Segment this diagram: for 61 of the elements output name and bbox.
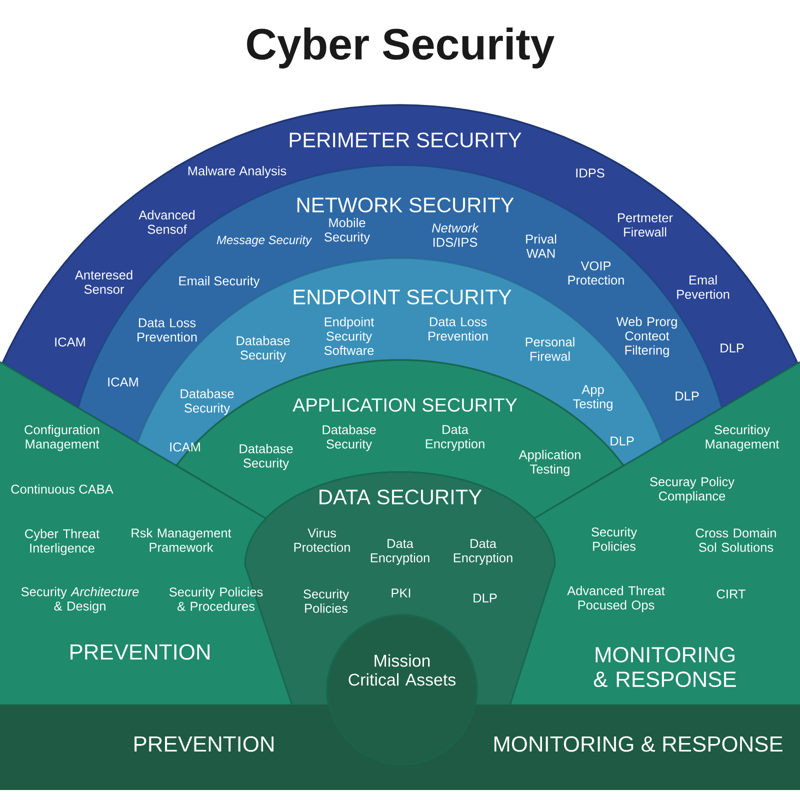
item-label: Continuous CABA: [11, 484, 114, 494]
item-label: Virus Protection: [294, 528, 350, 552]
side-sector: [0, 361, 293, 706]
item-label: Malware Analysis: [188, 166, 286, 178]
item-label: Web Prorg Conteot Filtering: [616, 316, 677, 358]
item-label: Application Testing: [518, 450, 580, 476]
item-label: Cyber Threat Interligence: [25, 528, 100, 556]
item-label: Anteresed Sensor: [74, 270, 132, 294]
item-label: Endpoint Security Software: [324, 317, 374, 355]
item-label: IDPS: [576, 168, 604, 178]
item-label: Data Loss Prevention: [428, 317, 488, 341]
item-label: Database Security: [322, 424, 376, 452]
ring-heading: DATA SECURITY: [320, 490, 482, 504]
ring-heading: ENDPOINT SECURITY: [294, 290, 512, 304]
item-label: Security Architecture & Design: [21, 586, 139, 614]
item-label: Security Policies: [592, 527, 638, 551]
item-label: Rsk Management Pramework: [132, 528, 232, 552]
item-label: Configuration Management: [24, 424, 100, 452]
item-label: CIRT: [716, 590, 746, 599]
item-label: App Testing: [573, 385, 612, 411]
item-label: Security Policies: [304, 589, 350, 613]
item-label: Database Security: [240, 444, 293, 470]
ring-heading: APPLICATION SECURITY: [292, 398, 518, 412]
ring-heading: PREVENTION: [70, 644, 210, 660]
ring-heading: MONITORING & RESPONSE: [494, 736, 782, 752]
item-label: Database Security: [180, 388, 234, 416]
item-label: Emal Pevertion: [677, 275, 730, 299]
item-label: Prival WAN: [526, 234, 556, 258]
item-label: Advanced Threat Pocused Ops: [567, 586, 665, 612]
item-label: Personal Firewal: [526, 337, 574, 361]
ring-heading: NETWORK SECURITY: [297, 198, 514, 212]
item-label: Mission Critical Assets: [348, 654, 456, 686]
item-label: VOIP Protection: [568, 261, 624, 285]
item-label: Database Security: [236, 336, 290, 362]
item-label: Security Policies & Procedures: [169, 587, 263, 611]
item-label: Cross Domain Sol Solutions: [696, 528, 776, 552]
item-label: Data Encryption: [454, 539, 512, 565]
item-label: ICAM: [170, 442, 200, 452]
asset-circle: [326, 614, 478, 766]
item-label: ICAM: [55, 337, 85, 347]
item-label: Data Encryption: [370, 539, 430, 565]
item-label: Email Security: [179, 276, 260, 288]
item-label: DLP: [720, 344, 744, 352]
item-label: Advanced Sensof: [138, 210, 195, 234]
item-label: Data Encryption: [426, 425, 484, 451]
item-label: Network IDS/IPS: [432, 223, 479, 247]
item-label: Message Security: [216, 235, 312, 247]
title: Cyber Security: [247, 28, 554, 68]
item-label: Mobile Security: [324, 218, 370, 244]
item-label: Securay Policy Compliance: [650, 476, 734, 504]
item-label: PKI: [392, 588, 410, 598]
item-label: DLP: [676, 392, 699, 400]
item-label: ICAM: [108, 377, 138, 387]
item-label: Data Loss Prevention: [138, 318, 197, 342]
ring-heading: PREVENTION: [134, 736, 274, 752]
ring-heading: PERIMETER SECURITY: [290, 132, 522, 148]
ring-heading: MONITORING & RESPONSE: [594, 646, 736, 688]
item-label: Securitioy Management: [706, 424, 780, 452]
item-label: Pertmeter Firewall: [618, 213, 673, 237]
item-label: DLP: [474, 594, 497, 602]
item-label: DLP: [610, 436, 634, 446]
